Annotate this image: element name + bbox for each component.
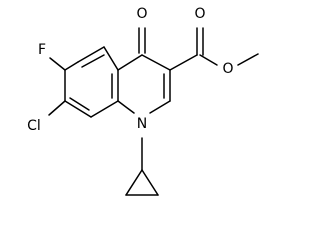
bond xyxy=(90,100,119,118)
bond xyxy=(64,61,79,71)
bond xyxy=(125,169,143,196)
ester-carbonyl-oxygen-label: O xyxy=(194,6,205,22)
bond xyxy=(149,100,171,114)
nitrogen-label: N xyxy=(137,116,147,132)
bond xyxy=(117,100,135,114)
bond xyxy=(237,53,259,66)
molecule-drawing: O O O F Cl N xyxy=(27,6,259,196)
ester-oxygen-label: O xyxy=(222,61,233,77)
atom-labels: O O O F Cl N xyxy=(27,6,233,134)
bonds xyxy=(48,27,259,196)
bond xyxy=(48,100,66,116)
chlorine-label: Cl xyxy=(27,118,41,134)
ketone-oxygen-label: O xyxy=(136,6,147,22)
fluorine-label: F xyxy=(38,42,46,58)
bond xyxy=(169,54,198,71)
bond xyxy=(117,54,143,71)
bond xyxy=(77,46,105,63)
bond xyxy=(141,54,171,71)
bond xyxy=(103,46,119,71)
bond xyxy=(141,169,159,196)
bond xyxy=(81,54,105,68)
bond xyxy=(64,100,92,118)
bond xyxy=(199,54,218,66)
bond xyxy=(69,97,90,111)
bond xyxy=(49,57,66,71)
structure-diagram: O O O F Cl N xyxy=(27,6,259,196)
